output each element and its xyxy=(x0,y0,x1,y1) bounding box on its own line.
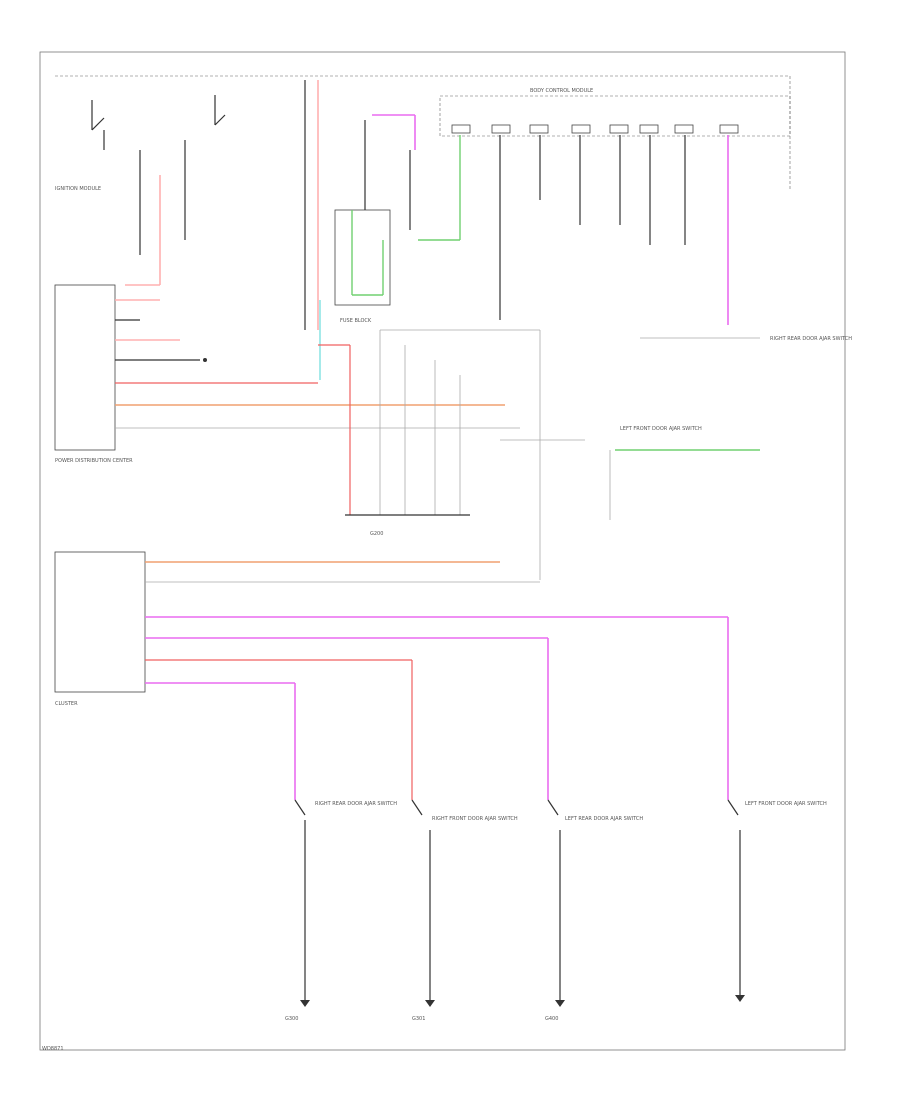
bcm-pin-row xyxy=(451,124,739,134)
right-rear-ajar-label: RIGHT REAR DOOR AJAR SWITCH xyxy=(315,801,397,807)
left-rear-ajar-label: LEFT REAR DOOR AJAR SWITCH xyxy=(565,816,643,822)
diagram-frame xyxy=(39,51,846,1051)
relay-cluster xyxy=(334,120,411,306)
cluster-pins xyxy=(145,561,728,684)
right-rear-ajar-label-top: RIGHT REAR DOOR AJAR SWITCH xyxy=(770,336,852,342)
ignition-switch-group: IGNITION MODULE xyxy=(55,95,226,240)
cluster-label: CLUSTER xyxy=(55,701,78,707)
door-switch-right-front xyxy=(411,799,431,1000)
body-control-module-label: BODY CONTROL MODULE xyxy=(530,88,593,94)
ground-symbols xyxy=(300,995,745,1007)
ignition-module-label: IGNITION MODULE xyxy=(55,186,101,192)
cluster-module xyxy=(54,551,146,693)
ground-label-d: G400 xyxy=(545,1016,558,1022)
ground-label-c: G301 xyxy=(412,1016,425,1022)
gray-harness xyxy=(379,329,585,580)
door-switch-left-front xyxy=(727,799,741,1000)
left-module-pins xyxy=(115,299,520,429)
fuse-block-label: FUSE BLOCK xyxy=(340,318,372,324)
ground-label-b: G300 xyxy=(285,1016,298,1022)
door-switch-left-rear xyxy=(547,799,561,1000)
left-control-module xyxy=(54,284,116,451)
right-front-ajar-label: RIGHT FRONT DOOR AJAR SWITCH xyxy=(432,816,518,822)
left-front-ajar-label-bottom: LEFT FRONT DOOR AJAR SWITCH xyxy=(745,801,827,807)
left-front-ajar-label: LEFT FRONT DOOR AJAR SWITCH xyxy=(620,426,702,432)
bcm-output-wires xyxy=(499,135,686,320)
door-switch-right-rear xyxy=(294,799,306,1000)
page-mark: WD8871 xyxy=(42,1046,64,1052)
left-module-label: POWER DISTRIBUTION CENTER xyxy=(55,458,133,464)
connector-mid-label: G200 xyxy=(370,531,383,537)
body-control-module-box xyxy=(439,95,791,137)
